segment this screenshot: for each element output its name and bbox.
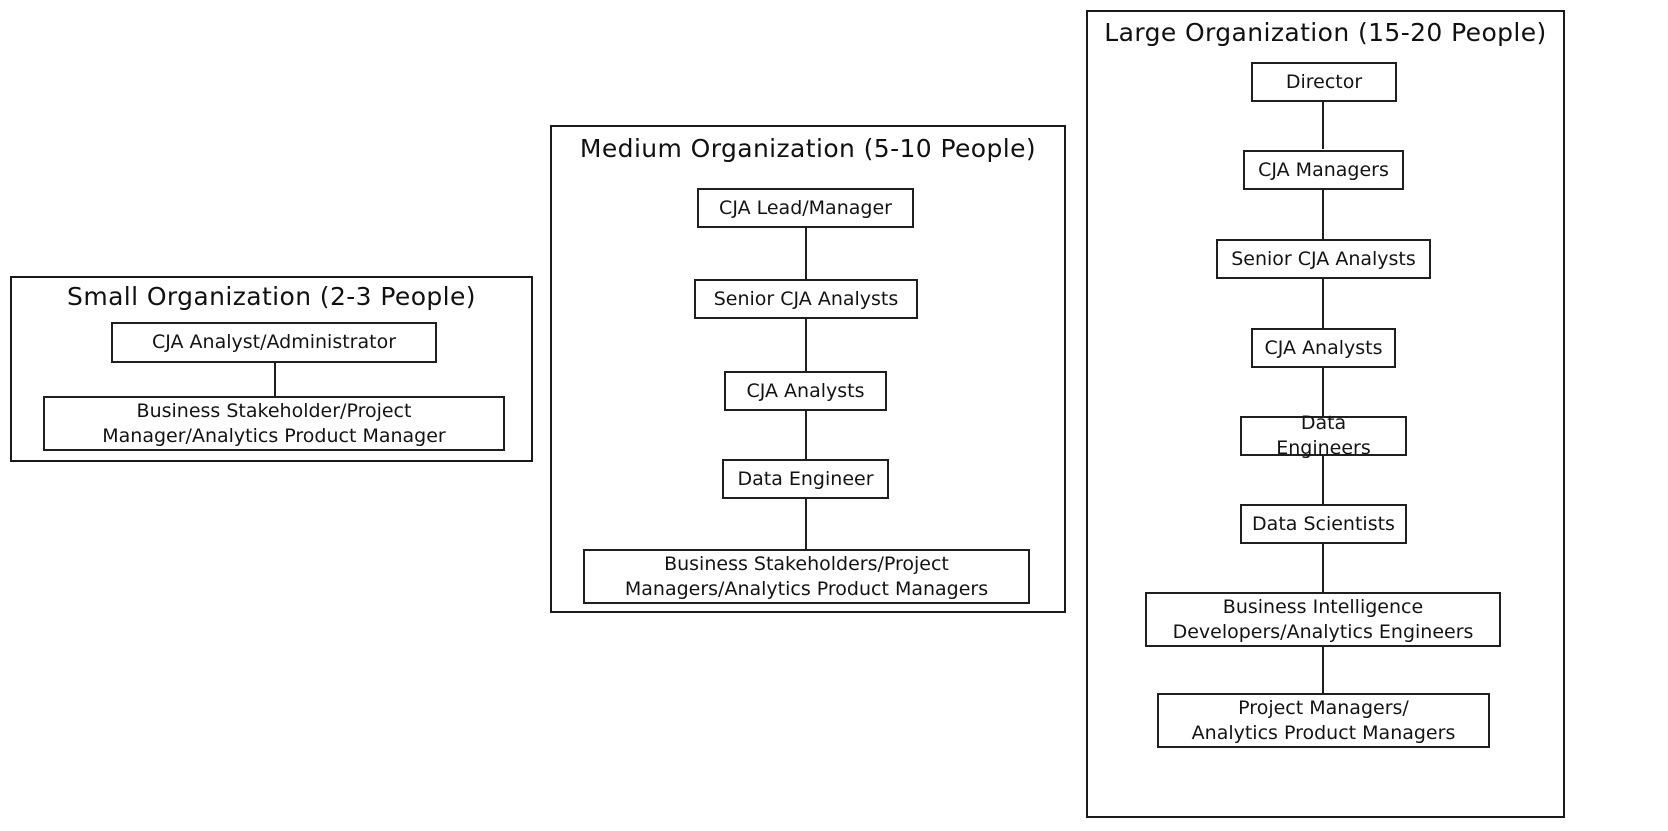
connector-medium-2 bbox=[805, 317, 808, 373]
node-label: Senior CJA Analysts bbox=[713, 287, 899, 310]
node-label: Project Managers/ Analytics Product Mana… bbox=[1191, 696, 1456, 744]
node-bi-developers-analytics-engineers[interactable]: Business Intelligence Developers/Analyti… bbox=[1145, 592, 1501, 647]
node-label: Business Stakeholders/Project Managers/A… bbox=[624, 552, 989, 600]
connector-medium-1 bbox=[805, 227, 808, 281]
connector-medium-4 bbox=[805, 497, 808, 550]
node-label: Director bbox=[1285, 70, 1363, 93]
node-label: CJA Analyst/Administrator bbox=[151, 331, 397, 354]
node-cja-lead-manager[interactable]: CJA Lead/Manager bbox=[697, 188, 914, 228]
node-label: Data Scientists bbox=[1252, 512, 1395, 535]
node-business-stakeholders-project-managers[interactable]: Business Stakeholders/Project Managers/A… bbox=[583, 549, 1030, 604]
group-title-large-organization: Large Organization (15-20 People) bbox=[1104, 18, 1547, 47]
connector-large-5 bbox=[1322, 455, 1325, 504]
group-large-organization bbox=[1086, 10, 1565, 818]
node-label: Senior CJA Analysts bbox=[1231, 247, 1416, 270]
node-cja-managers[interactable]: CJA Managers bbox=[1243, 150, 1404, 190]
connector-large-4 bbox=[1322, 367, 1325, 416]
connector-large-1 bbox=[1322, 101, 1325, 149]
node-label: Data Engineers bbox=[1276, 412, 1371, 459]
connector-large-3 bbox=[1322, 279, 1325, 329]
connector-medium-3 bbox=[805, 409, 808, 461]
node-project-managers-analytics-product-managers[interactable]: Project Managers/ Analytics Product Mana… bbox=[1157, 693, 1490, 748]
node-cja-analysts[interactable]: CJA Analysts bbox=[1251, 328, 1396, 368]
node-label: Business Intelligence Developers/Analyti… bbox=[1172, 595, 1474, 643]
node-business-stakeholder-project-manager[interactable]: Business Stakeholder/Project Manager/Ana… bbox=[43, 396, 505, 451]
node-label: Business Stakeholder/Project Manager/Ana… bbox=[102, 399, 446, 447]
node-label: CJA Lead/Manager bbox=[719, 196, 892, 219]
node-senior-cja-analysts[interactable]: Senior CJA Analysts bbox=[1216, 239, 1431, 279]
connector-small-1 bbox=[274, 363, 277, 397]
node-senior-cja-analysts[interactable]: Senior CJA Analysts bbox=[694, 279, 918, 319]
node-data-scientists[interactable]: Data Scientists bbox=[1240, 504, 1407, 544]
node-data-engineer[interactable]: Data Engineer bbox=[722, 459, 889, 499]
node-director[interactable]: Director bbox=[1251, 62, 1397, 102]
node-label: CJA Analysts bbox=[746, 379, 865, 402]
node-cja-analysts[interactable]: CJA Analysts bbox=[724, 371, 887, 411]
group-title-medium-organization: Medium Organization (5-10 People) bbox=[579, 134, 1037, 163]
connector-large-7 bbox=[1322, 647, 1325, 694]
node-label: Data Engineer bbox=[737, 467, 874, 490]
connector-large-6 bbox=[1322, 543, 1325, 592]
node-data-engineers[interactable]: Data Engineers bbox=[1240, 412, 1407, 459]
connector-large-2 bbox=[1322, 189, 1325, 240]
group-title-small-organization: Small Organization (2-3 People) bbox=[67, 282, 476, 311]
node-label: CJA Managers bbox=[1258, 158, 1389, 181]
node-label: CJA Analysts bbox=[1264, 336, 1383, 359]
node-cja-analyst-administrator[interactable]: CJA Analyst/Administrator bbox=[111, 322, 437, 363]
